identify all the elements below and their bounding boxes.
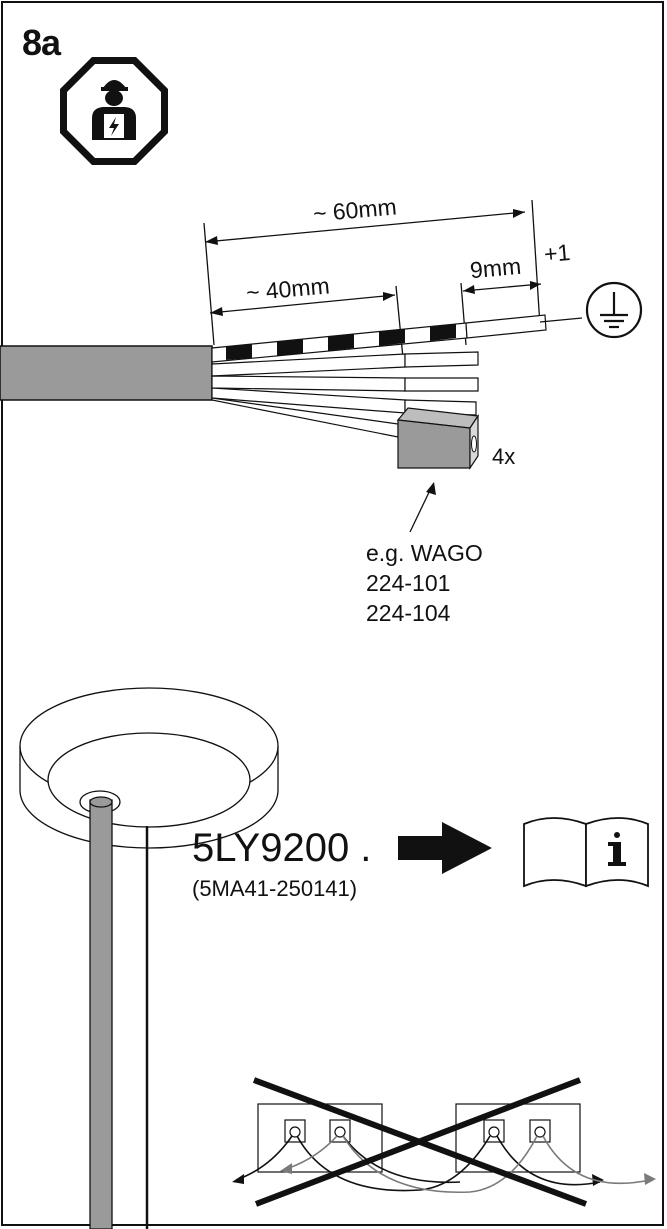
suspension-cable <box>89 799 113 1229</box>
incorrect-wiring-diagram <box>232 1077 656 1207</box>
info-manual-icon <box>523 817 649 888</box>
connector-example-line-1: e.g. WAGO <box>366 540 483 566</box>
product-code: (5MA41-250141) <box>192 876 358 901</box>
ceiling-canopy <box>19 687 279 849</box>
ground-symbol-icon <box>585 281 643 339</box>
dimension-lines <box>203 199 542 359</box>
cable-sheath <box>0 345 213 401</box>
conductors <box>211 314 583 438</box>
connector-quantity: 4x <box>492 444 516 469</box>
wago-connector <box>396 407 480 470</box>
electrician-warning-icon <box>60 57 168 165</box>
product-model: 5LY9200 . <box>192 826 372 870</box>
connector-example-line-3: 224-104 <box>366 600 451 626</box>
wire-strip-length: 9mm <box>468 252 523 284</box>
step-label: 8a <box>22 22 61 63</box>
connector-example-line-2: 224-101 <box>366 570 451 596</box>
arrow-right-icon <box>398 822 492 874</box>
connector-pointer <box>409 485 433 533</box>
wire-strip-tolerance: +1 <box>542 238 572 268</box>
